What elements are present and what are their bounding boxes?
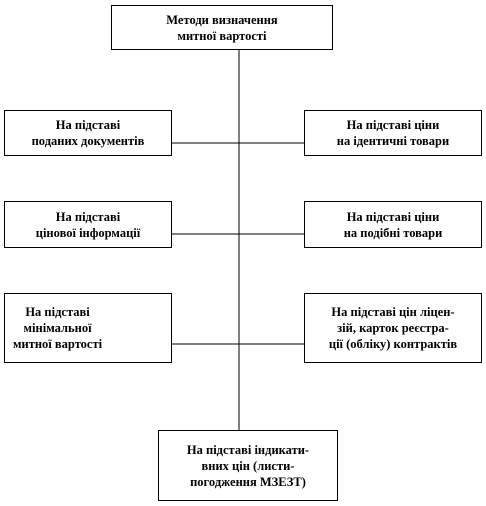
left-box-documents: На підставі поданих документів [4,110,172,156]
right-box-identical-goods: На підставі ціни на ідентичні товари [304,110,482,156]
bottom-box-indicative-prices: На підставі індикати- вних цін (листи- п… [158,430,338,501]
root-box: Методи визначення митної вартості [111,5,333,50]
right-box-licenses: На підставі цін ліцен- зій, карток реєст… [304,293,482,363]
right-box-similar-goods: На підставі ціни на подібні товари [304,201,482,248]
left-box-price-info: На підставі цінової інформації [4,201,172,248]
left-box-minimal-value: На підставі мінімальної митної вартості [4,293,172,363]
